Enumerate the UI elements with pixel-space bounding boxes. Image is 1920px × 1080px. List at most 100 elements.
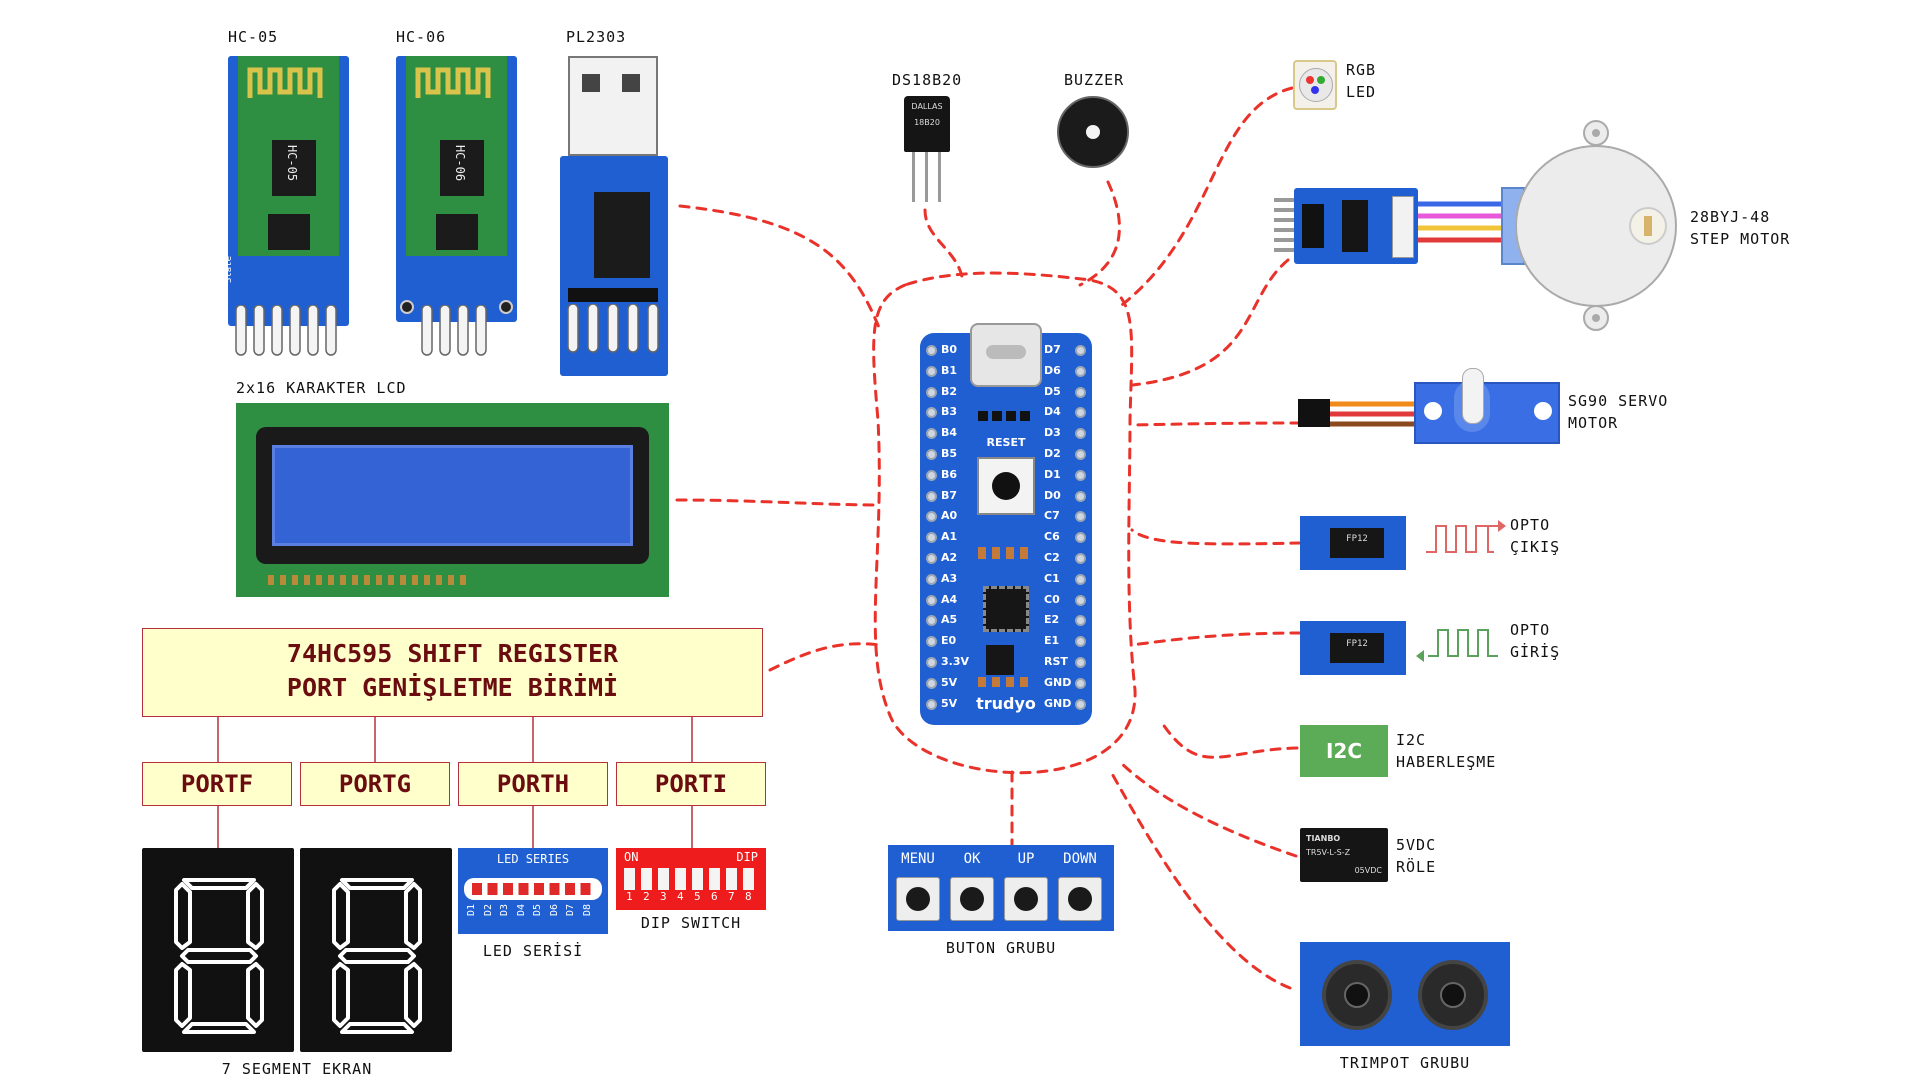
trimpot-module bbox=[1300, 942, 1510, 1046]
relay-model: TR5V-L-S-Z bbox=[1306, 848, 1351, 857]
buzzer-label: BUZZER bbox=[1064, 71, 1125, 89]
hc06-label: HC-06 bbox=[396, 28, 447, 46]
pin-hole bbox=[1075, 698, 1086, 710]
pin-hole bbox=[1075, 365, 1086, 377]
pin-hole bbox=[926, 594, 937, 606]
pin-hole bbox=[1075, 428, 1086, 440]
pin-label: RST bbox=[1044, 655, 1068, 668]
pin-label: C0 bbox=[1044, 592, 1060, 606]
pin-label: B3 bbox=[941, 405, 958, 419]
pin-label: D1 bbox=[1044, 467, 1061, 481]
pin-label: D4 bbox=[1044, 405, 1061, 419]
relay-label: 5VDC RÖLE bbox=[1396, 836, 1437, 876]
servo-label: SG90 SERVO MOTOR bbox=[1568, 392, 1669, 432]
pin-label: D5 bbox=[1044, 384, 1061, 398]
reset-button[interactable] bbox=[977, 457, 1035, 515]
antenna-icon bbox=[415, 67, 491, 98]
dip-number: 8 bbox=[745, 890, 752, 903]
led-label: D6 bbox=[548, 904, 560, 917]
relay-module: TIANBO TR5V-L-S-Z 05VDC bbox=[1300, 828, 1388, 882]
line-opto-out bbox=[1130, 528, 1302, 546]
hc06-module: HC-06 bbox=[396, 56, 517, 322]
pin-hole bbox=[926, 365, 937, 377]
dip-on-text: ON bbox=[624, 850, 639, 864]
ok-button[interactable] bbox=[950, 877, 994, 921]
pin-label: GND bbox=[1044, 675, 1072, 689]
pin-label: A0 bbox=[941, 509, 958, 523]
shift-register-line2: PORT GENİŞLETME BİRİMİ bbox=[286, 673, 619, 702]
pin-label: B0 bbox=[941, 343, 958, 356]
pin-hole bbox=[926, 407, 937, 419]
pin-hole bbox=[1075, 511, 1086, 523]
board-dashed-outline bbox=[872, 271, 1137, 775]
pin-label: E2 bbox=[1044, 613, 1060, 627]
button-down-label: DOWN bbox=[1063, 851, 1097, 867]
lcd-label: 2x16 KARAKTER LCD bbox=[236, 379, 407, 397]
shift-register-box: 74HC595 SHIFT REGISTER PORT GENİŞLETME B… bbox=[142, 628, 763, 717]
line-lcd bbox=[675, 498, 882, 507]
line-buzzer bbox=[1078, 180, 1121, 287]
pin-hole bbox=[926, 532, 937, 544]
pin-hole bbox=[926, 698, 937, 710]
line-step bbox=[1131, 258, 1290, 387]
trimpot-1[interactable] bbox=[1322, 960, 1392, 1030]
menu-button[interactable] bbox=[896, 877, 940, 921]
dip-number: 4 bbox=[677, 890, 684, 903]
line-relay bbox=[1118, 760, 1298, 858]
pin-hole bbox=[1075, 532, 1086, 544]
pin-label: D7 bbox=[1044, 343, 1061, 356]
pin-label: E1 bbox=[1044, 634, 1060, 648]
dip-toggles[interactable] bbox=[624, 868, 758, 890]
pin-hole bbox=[1075, 615, 1086, 627]
port-h-box: PORTH bbox=[458, 762, 608, 806]
dip-number: 1 bbox=[626, 890, 633, 903]
ds18b20-chip-line1: DALLAS bbox=[911, 102, 943, 111]
pin-label: C1 bbox=[1044, 571, 1060, 585]
pin-hole bbox=[926, 386, 937, 398]
opto-in-label: OPTO GİRİŞ bbox=[1510, 621, 1561, 661]
opto-out-chip: FP12 bbox=[1346, 534, 1368, 544]
step-motor-label: 28BYJ-48 STEP MOTOR bbox=[1690, 208, 1791, 248]
pin-label: D2 bbox=[1044, 447, 1061, 460]
hc05-pin-state: State bbox=[224, 256, 234, 284]
pin-hole bbox=[926, 345, 937, 356]
led-label: D7 bbox=[565, 904, 576, 917]
pin-hole bbox=[1075, 677, 1086, 689]
pin-label: A5 bbox=[941, 613, 958, 627]
pl2303-label: PL2303 bbox=[566, 28, 627, 46]
hc05-label: HC-05 bbox=[228, 28, 279, 46]
step-motor bbox=[1501, 120, 1677, 331]
pin-label: C2 bbox=[1044, 551, 1060, 564]
pin-hole bbox=[926, 657, 937, 668]
port-g-box: PORTG bbox=[300, 762, 450, 806]
pin-hole bbox=[1075, 594, 1086, 606]
pin-hole bbox=[1075, 386, 1086, 398]
line-opto-in bbox=[1130, 631, 1302, 647]
pin-hole bbox=[926, 490, 937, 502]
opto-out-label: OPTO ÇIKIŞ bbox=[1510, 516, 1561, 556]
led-label: D3 bbox=[499, 904, 510, 917]
i2c-label: I2C HABERLEŞME bbox=[1396, 731, 1497, 771]
pin-label: B6 bbox=[941, 467, 958, 481]
up-button[interactable] bbox=[1004, 877, 1048, 921]
led-label: D1 bbox=[466, 904, 477, 917]
dip-dip-text: DIP bbox=[736, 850, 758, 864]
pin-label: D6 bbox=[1044, 363, 1061, 377]
i2c-box: I2C bbox=[1300, 725, 1388, 777]
pin-hole bbox=[926, 449, 937, 460]
down-button[interactable] bbox=[1058, 877, 1102, 921]
pin-label: B7 bbox=[941, 488, 958, 502]
trimpot-2[interactable] bbox=[1418, 960, 1488, 1030]
pin-label: B1 bbox=[941, 363, 958, 377]
pin-label: B2 bbox=[941, 384, 958, 398]
hc05-pins bbox=[235, 305, 337, 356]
line-i2c bbox=[1158, 718, 1299, 759]
led-label: D5 bbox=[532, 904, 543, 917]
